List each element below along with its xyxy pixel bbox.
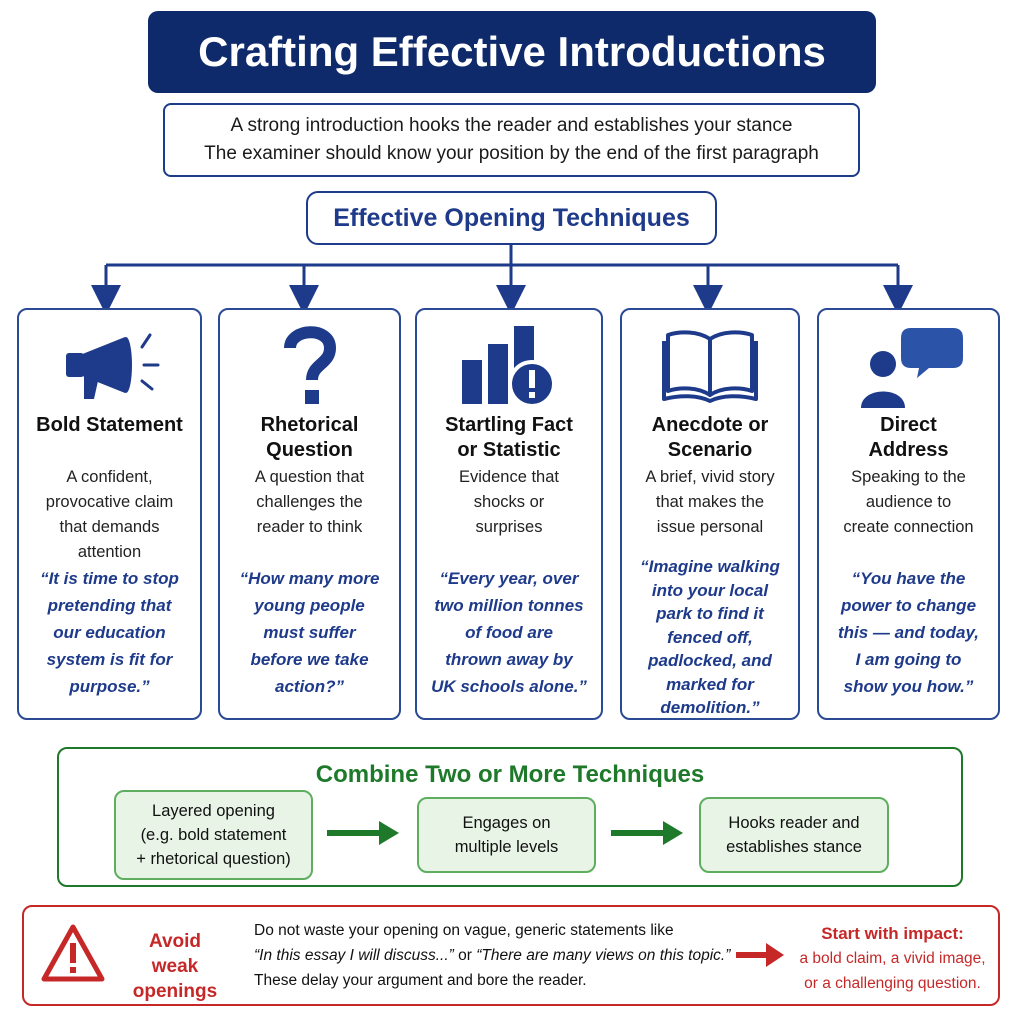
technique-title: Direct Address bbox=[868, 414, 949, 461]
bar-chart-alert-icon bbox=[417, 320, 601, 410]
start-with-impact: Start with impact: a bold claim, a vivid… bbox=[790, 921, 995, 996]
combine-title: Combine Two or More Techniques bbox=[315, 761, 705, 788]
technique-description: A confident, provocative claim that dema… bbox=[45, 468, 174, 561]
technique-description: A brief, vivid story that makes the issu… bbox=[645, 468, 775, 536]
avoid-or: or bbox=[453, 947, 477, 964]
technique-description: A question that challenges the reader to… bbox=[254, 468, 365, 536]
avoid-example-1: “In this essay I will discuss...” bbox=[254, 947, 454, 964]
avoid-line-3: These delay your argument and bore the r… bbox=[254, 972, 587, 989]
technique-title: Rhetorical Question bbox=[260, 414, 359, 461]
technique-example-quote: “It is time to stop pretending that our … bbox=[40, 569, 179, 696]
avoid-weak-openings-panel: Avoid weak openings Do not waste your op… bbox=[22, 905, 1000, 1006]
impact-line-2: or a challenging question. bbox=[804, 975, 981, 992]
avoid-line-1: Do not waste your opening on vague, gene… bbox=[254, 922, 674, 939]
combine-techniques-panel: Combine Two or More Techniques Layered o… bbox=[57, 747, 963, 887]
technique-example-quote: “How many more young people must suffer … bbox=[239, 569, 380, 696]
combine-step-engages: Engages on multiple levels bbox=[417, 797, 596, 873]
technique-title: Startling Fact or Statistic bbox=[445, 414, 573, 461]
combine-step-layered-opening: Layered opening (e.g. bold statement + r… bbox=[114, 790, 313, 880]
technique-card-direct-address: Direct Address Speaking to the audience … bbox=[817, 308, 1000, 720]
technique-card-startling-fact: Startling Fact or Statistic Evidence tha… bbox=[415, 308, 603, 720]
avoid-line-2: “In this essay I will discuss...” or “Th… bbox=[254, 943, 764, 968]
combine-step-hooks-reader: Hooks reader and establishes stance bbox=[699, 797, 889, 873]
avoid-label: Avoid weak openings bbox=[132, 931, 218, 1002]
avoid-example-2: “There are many views on this topic.” bbox=[476, 947, 731, 964]
technique-example-quote: “Every year, over two million tonnes of … bbox=[431, 569, 587, 696]
intro-line-2: The examiner should know your position b… bbox=[204, 143, 819, 164]
techniques-heading: Effective Opening Techniques bbox=[306, 191, 717, 245]
question-mark-icon bbox=[220, 320, 399, 410]
connector-lines bbox=[91, 245, 913, 315]
avoid-description: Do not waste your opening on vague, gene… bbox=[254, 918, 764, 993]
arrow-right-icon bbox=[611, 821, 683, 845]
technique-title: Anecdote or Scenario bbox=[651, 414, 769, 461]
impact-line-1: a bold claim, a vivid image, bbox=[799, 950, 986, 967]
arrow-right-icon bbox=[736, 943, 784, 967]
technique-description: Speaking to the audience to create conne… bbox=[843, 468, 974, 536]
technique-card-bold-statement: Bold Statement A confident, provocative … bbox=[17, 308, 202, 720]
intro-line-1: A strong introduction hooks the reader a… bbox=[230, 115, 793, 136]
megaphone-icon bbox=[19, 320, 200, 410]
technique-example-quote: “Imagine walking into your local park to… bbox=[640, 557, 780, 717]
technique-card-anecdote: Anecdote or Scenario A brief, vivid stor… bbox=[620, 308, 800, 720]
technique-description: Evidence that shocks or surprises bbox=[459, 468, 559, 536]
warning-icon bbox=[41, 924, 105, 982]
arrow-right-icon bbox=[327, 821, 399, 845]
open-book-icon bbox=[622, 320, 798, 410]
impact-title: Start with impact: bbox=[821, 924, 964, 943]
intro-box: A strong introduction hooks the reader a… bbox=[163, 103, 860, 177]
page-title: Crafting Effective Introductions bbox=[148, 11, 876, 93]
person-speech-icon bbox=[819, 320, 998, 410]
technique-card-rhetorical-question: Rhetorical Question A question that chal… bbox=[218, 308, 401, 720]
technique-title: Bold Statement bbox=[36, 414, 183, 436]
technique-example-quote: “You have the power to change this — and… bbox=[837, 569, 980, 696]
